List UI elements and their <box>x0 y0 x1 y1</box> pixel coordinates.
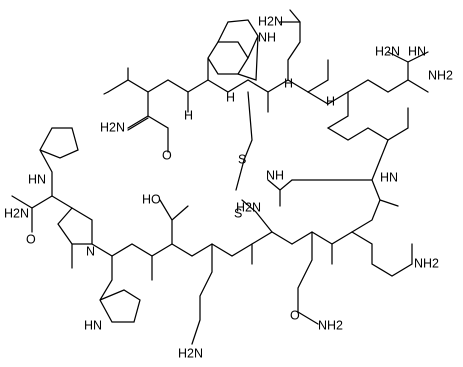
atom-labels: NH H2N NH2 HN H2N H2N O H H H H S S HN H… <box>4 14 453 360</box>
label-lys-top-amine: H2N <box>258 14 283 28</box>
label-arg-mid-nh: NH <box>266 168 284 182</box>
label-disulfide-s2: S <box>234 206 242 220</box>
label-arg-mid-h2n: H2N <box>236 200 261 214</box>
label-his-top-hn: HN <box>28 172 46 186</box>
label-lys-right-nh2: NH2 <box>414 256 439 270</box>
label-backbone-nh-3: H <box>284 76 293 90</box>
label-lys-bottom-h2n: H2N <box>178 346 203 360</box>
bond-skeleton <box>11 9 429 345</box>
label-backbone-nh-4: H <box>326 94 335 108</box>
label-arg-top-nh2: NH2 <box>428 68 453 82</box>
label-arg-top-hn: HN <box>408 44 426 58</box>
label-his-bottom-hn: HN <box>84 318 102 332</box>
label-thr-ho: HO <box>142 192 161 206</box>
label-gln-amide-nh2: NH2 <box>318 318 343 332</box>
label-disulfide-s1: S <box>238 152 246 166</box>
label-gln-amide-o: O <box>290 308 300 322</box>
label-asn-amide-o: O <box>162 148 172 162</box>
label-backbone-nh-1: H <box>184 108 193 122</box>
label-arg-mid-hn: HN <box>380 170 398 184</box>
label-backbone-nh-2: H <box>226 90 235 104</box>
label-cterm-amide-o: O <box>26 232 36 246</box>
label-trp-ring-nh: NH <box>258 30 276 44</box>
label-cterm-amide-h2n: H2N <box>4 206 29 220</box>
label-asn-amide-h2n: H2N <box>100 120 125 134</box>
label-pro-n: N <box>86 244 95 258</box>
label-arg-top-h2n: H2N <box>375 44 400 58</box>
